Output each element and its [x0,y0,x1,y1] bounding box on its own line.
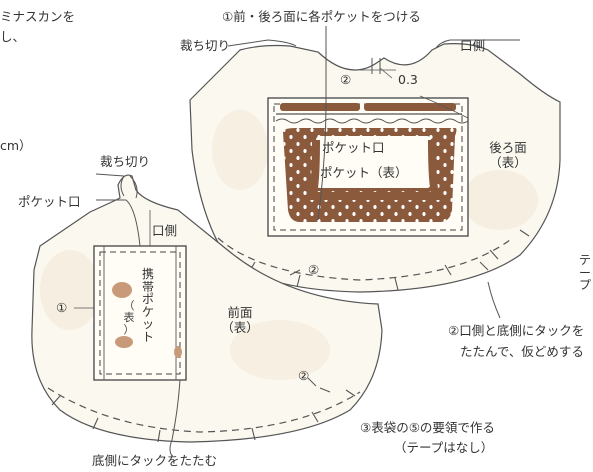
phone-pocket-label: 携 帯 ポ ケ ッ ト [141,268,155,344]
front-tuck-marker: ② [298,368,310,383]
back-pocket-label: ポケット（表） [320,165,408,180]
back-opening-side-label: 口側 [460,38,486,53]
back-pocket-opening-label: ポケット口 [322,140,385,155]
right-edge-label: テ ー プ [578,254,592,292]
front-marker-num: ① [56,300,68,315]
step1-title: ①前・後ろ面に各ポケットをつける [222,9,421,24]
phone-pocket-outline [93,245,187,381]
back-panel-line1: 後ろ面 [489,140,527,155]
phone-pocket-side-char: 表 [123,311,135,325]
front-panel-label: 前面 （表） [210,305,270,335]
phone-pocket-side-char: （ [123,299,135,312]
phone-pocket-side-label: （ 表 ） [123,299,135,337]
front-cut-edge-label: 裁ち切り [100,154,151,169]
note2-line1: ②口側と底側にタックを [448,323,585,338]
note3-line1: ③表袋の⑤の要領で作る [360,420,495,435]
top-left-line2: し、 [0,29,26,44]
phone-pocket-char: 携 [141,267,154,281]
phone-pocket-char: ケ [141,304,154,319]
right-edge-char: プ [578,278,591,293]
front-pocket-opening-label: ポケット口 [18,194,81,209]
back-measure: 0.3 [398,72,418,87]
back-marker-num: ② [340,72,352,87]
top-left-line1: ミナスカンを [0,9,76,24]
note2-line2: たたんで、仮どめする [460,344,584,359]
phone-pocket-char: ポ [141,292,154,307]
front-panel-line1: 前面 [227,305,253,320]
front-panel-line2: （表） [221,320,259,335]
phone-pocket-char: ト [141,329,154,344]
note3-line2: （テープはなし） [394,440,494,455]
phone-pocket-char: ッ [141,317,154,332]
bottom-note: 底側にタックをたたむ [92,453,218,468]
back-panel-label: 後ろ面 （表） [478,140,538,170]
right-edge-char: ー [578,265,591,280]
back-tuck-marker: ② [308,262,320,277]
front-opening-side-label: 口側 [152,223,178,238]
back-panel-line2: （表） [489,155,527,170]
phone-pocket-char: 帯 [141,279,154,294]
right-edge-char: テ [578,253,591,267]
left-unit: cm） [0,138,32,153]
phone-pocket-side-char: ） [123,323,135,337]
back-cut-edge-label: 裁ち切り [180,38,231,53]
back-pocket-label-area [316,136,431,188]
